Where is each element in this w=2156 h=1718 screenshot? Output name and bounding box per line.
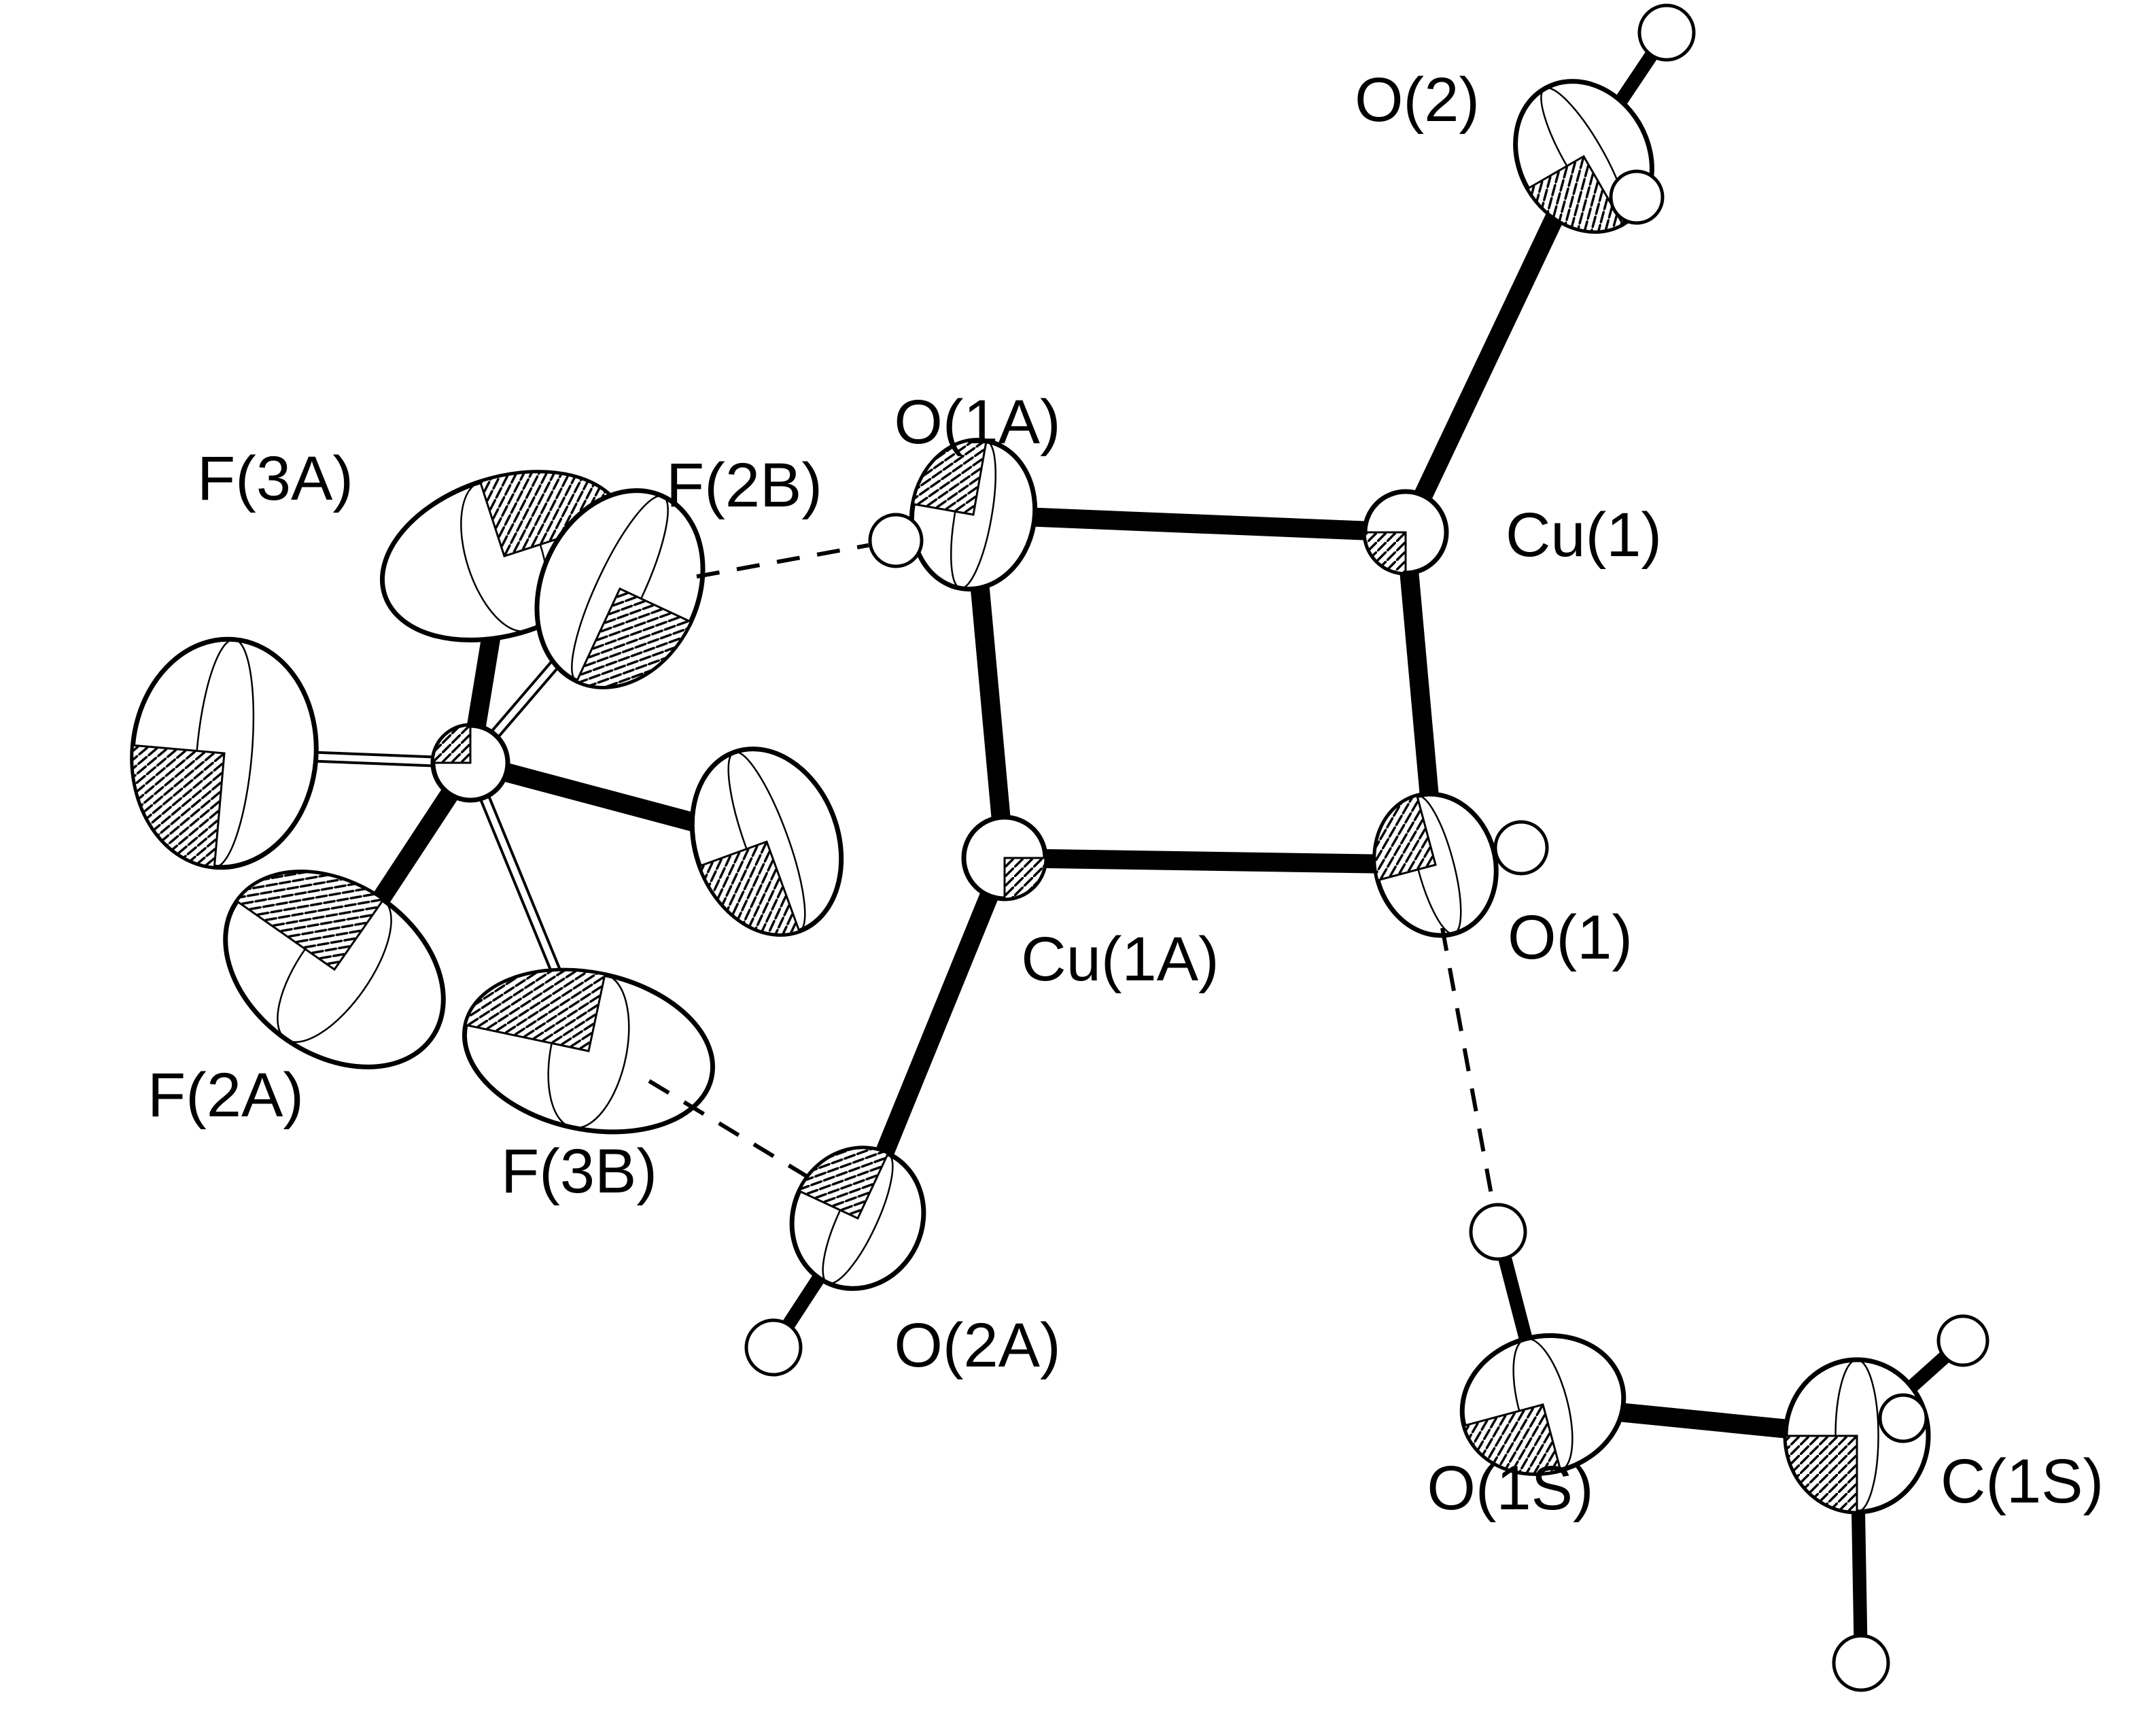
shaded-octant xyxy=(1374,794,1437,882)
shaded-octant xyxy=(131,744,226,868)
atom-O1A xyxy=(909,438,1038,591)
hydrogen-bond-dash-2 xyxy=(1440,927,1496,1209)
atom-F_left xyxy=(130,636,319,870)
atom-label-C1S: C(1S) xyxy=(1941,1447,2104,1516)
hydrogen-sphere xyxy=(868,513,924,568)
hydrogen-sphere xyxy=(1609,169,1665,225)
atom-O2A xyxy=(789,1146,926,1291)
atom-label-F2B: F(2B) xyxy=(666,451,822,520)
atom-H_C1S_a xyxy=(1936,1314,1989,1367)
shaded-octant xyxy=(1784,1434,1858,1513)
atom-label-F2A: F(2A) xyxy=(147,1061,304,1130)
hydrogen-sphere xyxy=(1832,1634,1890,1692)
label-layer: O(2) Cu(1) O(1A) F(3A) F(2B) Cu(1A) O(1) F(2A) F… xyxy=(147,65,2104,1523)
shaded-octant xyxy=(911,439,988,516)
shaded-octant xyxy=(1526,154,1624,233)
shaded-octant xyxy=(1003,857,1047,900)
shaded-octant xyxy=(1363,531,1407,574)
shaded-octant xyxy=(432,724,472,764)
atom-B_center xyxy=(430,723,510,803)
atom-O2 xyxy=(1513,79,1654,234)
shaded-octant xyxy=(1463,1403,1562,1475)
atom-label-Cu1: Cu(1) xyxy=(1506,500,1662,570)
shaded-octant xyxy=(575,587,693,688)
atom-label-O1A: O(1A) xyxy=(894,388,1060,457)
atom-H_C1S_c xyxy=(1832,1634,1890,1692)
atom-layer xyxy=(130,3,1989,1692)
atom-F_upright xyxy=(534,488,706,689)
shaded-octant xyxy=(698,840,801,935)
atom-F_right xyxy=(689,746,844,937)
atom-H_O2A xyxy=(744,1318,803,1377)
hydrogen-sphere xyxy=(1493,820,1549,876)
atom-Cu1 xyxy=(1362,489,1449,576)
shaded-octant xyxy=(797,1147,890,1220)
atom-O1 xyxy=(1372,791,1499,938)
hydrogen-sphere xyxy=(744,1318,803,1377)
hydrogen-sphere xyxy=(1637,3,1696,62)
shaded-octant xyxy=(235,871,385,972)
atom-H_O1S xyxy=(1469,1203,1527,1261)
atom-Cu1A xyxy=(961,814,1048,901)
hydrogen-bond-dash-1 xyxy=(648,1079,810,1180)
atom-F_lowleft xyxy=(223,870,446,1069)
hydrogen-sphere xyxy=(1469,1203,1527,1261)
atom-F_lowright xyxy=(462,967,716,1135)
hydrogen-sphere xyxy=(1878,1393,1928,1443)
atom-H_O2_a xyxy=(1637,3,1696,62)
hydrogen-bond-layer xyxy=(648,543,1496,1209)
atom-H_O2_b xyxy=(1609,169,1665,225)
atom-H_O1 xyxy=(1493,820,1549,876)
hydrogen-bond-dash-0 xyxy=(696,543,869,579)
atom-label-Cu1A: Cu(1A) xyxy=(1021,925,1219,994)
bond-layer xyxy=(218,26,1970,1670)
atom-H_C1S_b xyxy=(1878,1393,1928,1443)
atom-label-F3A: F(3A) xyxy=(197,444,353,513)
atom-label-O1S: O(1S) xyxy=(1427,1454,1593,1523)
bond-Cu1A-O1 xyxy=(995,848,1445,874)
atom-O1S xyxy=(1459,1333,1627,1476)
atom-label-O2: O(2) xyxy=(1355,65,1480,135)
atom-label-O1: O(1) xyxy=(1508,903,1633,972)
hydrogen-sphere xyxy=(1936,1314,1989,1367)
atom-label-F3B: F(3B) xyxy=(501,1137,657,1206)
atom-H_O1A xyxy=(868,513,924,568)
shaded-octant xyxy=(464,969,606,1052)
atom-label-O2A: O(2A) xyxy=(894,1311,1060,1380)
bond-Cu1-O1A xyxy=(964,505,1415,542)
